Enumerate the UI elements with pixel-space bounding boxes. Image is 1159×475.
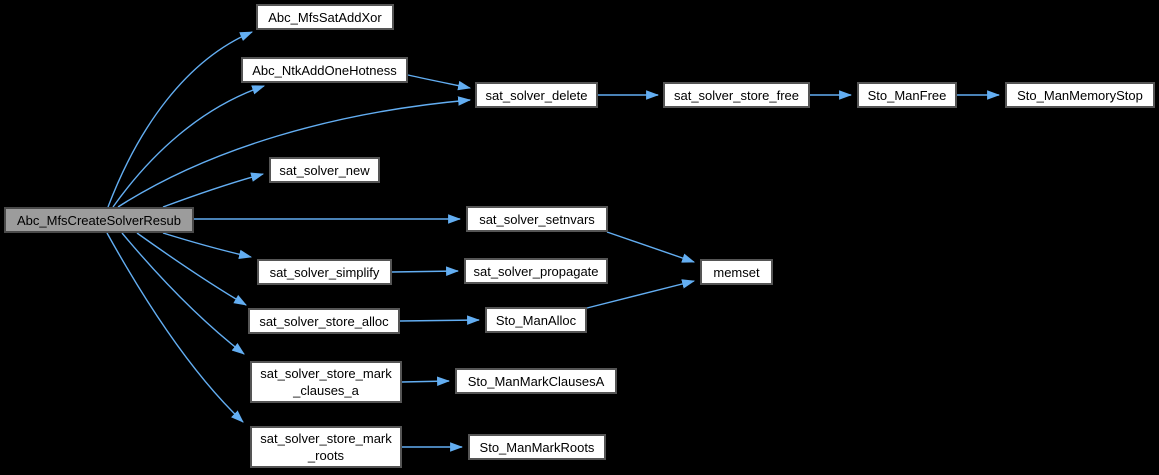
node-sto-man-mark-clauses-a[interactable]: Sto_ManMarkClausesA <box>455 368 617 394</box>
edge-abc-mfs-create-solver-resub-to-sat-solver-store-alloc <box>136 232 247 306</box>
node-label: sat_solver_setnvars <box>479 211 595 227</box>
node-sto-man-free[interactable]: Sto_ManFree <box>857 82 957 108</box>
node-label: Sto_ManMarkClausesA <box>467 373 605 389</box>
edge-abc-mfs-create-solver-resub-to-sat-solver-simplify <box>162 232 253 260</box>
edge-abc-mfs-create-solver-resub-to-sat-solver-delete <box>117 96 472 208</box>
node-label: Sto_ManAlloc <box>495 312 577 328</box>
node-sat-solver-store-free[interactable]: sat_solver_store_free <box>663 82 810 108</box>
node-sto-man-alloc[interactable]: Sto_ManAlloc <box>485 307 587 333</box>
node-sto-man-mark-roots[interactable]: Sto_ManMarkRoots <box>468 434 606 460</box>
edge-sat-solver-store-alloc-to-sto-man-alloc <box>399 315 481 325</box>
node-label: Abc_NtkAddOneHotness <box>252 62 397 78</box>
node-sat-solver-delete[interactable]: sat_solver_delete <box>475 82 598 108</box>
edge-sat-solver-setnvars-to-memset <box>606 231 696 263</box>
node-sat-solver-new[interactable]: sat_solver_new <box>269 157 380 183</box>
node-label: sat_solver_store_free <box>673 87 799 103</box>
node-label: Abc_MfsSatAddXor <box>268 9 382 25</box>
node-label: sat_solver_propagate <box>473 263 599 279</box>
node-abc-mfs-sat-add-xor[interactable]: Abc_MfsSatAddXor <box>256 4 394 30</box>
node-label: Sto_ManMemoryStop <box>1017 87 1143 103</box>
edge-abc-mfs-create-solver-resub-to-sat-solver-new <box>162 172 265 208</box>
edge-sto-man-alloc-to-memset <box>586 279 696 309</box>
node-sat-solver-propagate[interactable]: sat_solver_propagate <box>464 258 608 284</box>
node-sat-solver-simplify[interactable]: sat_solver_simplify <box>257 259 392 285</box>
node-sto-man-memory-stop[interactable]: Sto_ManMemoryStop <box>1005 82 1155 108</box>
node-label: Abc_MfsCreateSolverResub <box>16 212 182 228</box>
node-abc-ntk-add-one-hotness[interactable]: Abc_NtkAddOneHotness <box>241 57 408 83</box>
node-sat-solver-store-mark-roots[interactable]: sat_solver_store_mark _roots <box>250 426 402 468</box>
edge-abc-ntk-add-one-hotness-to-sat-solver-delete <box>407 74 472 91</box>
node-label: _clauses_a <box>293 383 359 398</box>
node-abc-mfs-create-solver-resub[interactable]: Abc_MfsCreateSolverResub <box>4 207 194 233</box>
node-sat-solver-setnvars[interactable]: sat_solver_setnvars <box>466 206 608 232</box>
edge-sat-solver-store-mark-clauses-a-to-sto-man-mark-clauses-a <box>401 376 451 387</box>
node-sat-solver-store-alloc[interactable]: sat_solver_store_alloc <box>248 308 400 334</box>
node-label: Sto_ManMarkRoots <box>479 439 595 455</box>
node-label: sat_solver_store_mark <box>260 431 392 446</box>
node-label: memset <box>713 264 760 280</box>
edge-sat-solver-simplify-to-sat-solver-propagate <box>391 266 460 276</box>
node-memset[interactable]: memset <box>700 259 773 285</box>
node-label: sat_solver_store_alloc <box>259 313 389 329</box>
node-label: sat_solver_new <box>279 162 370 178</box>
edge-abc-mfs-create-solver-resub-to-abc-mfs-sat-add-xor <box>107 31 253 208</box>
edge-abc-mfs-create-solver-resub-to-sat-solver-store-mark-clauses-a <box>121 232 245 355</box>
node-label: sat_solver_delete <box>485 87 588 103</box>
node-sat-solver-store-mark-clauses-a[interactable]: sat_solver_store_mark _clauses_a <box>250 361 402 403</box>
edge-abc-mfs-create-solver-resub-to-sat-solver-store-mark-roots <box>106 232 244 423</box>
node-label: sat_solver_store_mark <box>260 366 392 381</box>
node-label: _roots <box>307 448 345 463</box>
edge-abc-mfs-create-solver-resub-to-abc-ntk-add-one-hotness <box>112 85 266 208</box>
node-label: Sto_ManFree <box>867 87 947 103</box>
node-label: sat_solver_simplify <box>269 264 380 280</box>
